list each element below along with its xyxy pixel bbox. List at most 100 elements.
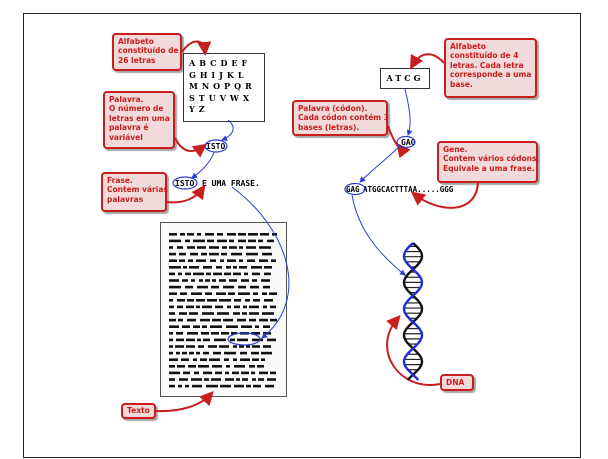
text-dash: [242, 378, 248, 381]
callout-text: Texto: [121, 403, 156, 419]
text-dash: [179, 378, 188, 381]
text-dash: [197, 338, 201, 342]
text-dash: [220, 384, 231, 388]
callout-line: base.: [450, 79, 473, 89]
callout-line: Contem várias: [107, 185, 168, 195]
text-dash: [169, 259, 177, 262]
text-dash: [267, 239, 274, 243]
text-dash: [188, 259, 193, 262]
text-dash: [169, 378, 175, 381]
callout-word: Palavra. O número de letras em uma palav…: [103, 91, 175, 149]
highlight-text-word: [227, 332, 261, 346]
text-dash: [205, 279, 210, 282]
text-dash: [234, 365, 245, 368]
text-dash: [205, 292, 212, 295]
arrow-gene: [410, 182, 479, 209]
callout-line: bases (letras).: [298, 122, 360, 132]
text-dash: [233, 312, 240, 315]
text-dash: [197, 285, 208, 289]
text-dash: [209, 246, 219, 249]
text-dash: [252, 378, 256, 381]
text-dash: [169, 318, 176, 322]
text-dash: [258, 378, 264, 381]
text-dash: [187, 318, 196, 322]
text-dash: [261, 351, 272, 355]
text-dash: [237, 318, 246, 322]
text-dash: [270, 305, 276, 309]
text-lines-graphic: [169, 233, 277, 388]
callout-line: constituído de: [118, 46, 179, 56]
callout-alphabet-4: Alfabeto constituído de 4 letras. Cada l…: [444, 38, 537, 98]
callout-line: variável: [109, 132, 143, 142]
text-dash: [251, 266, 262, 269]
text-dash: [216, 292, 226, 295]
text-dash: [189, 351, 194, 355]
text-dash: [191, 292, 202, 295]
text-dash: [176, 338, 184, 342]
bases-box: ATCG: [380, 68, 430, 89]
callout-line: Texto: [127, 406, 150, 415]
text-dash: [239, 259, 243, 262]
callout-line: Alfabeto: [450, 42, 486, 51]
text-dash: [169, 384, 175, 388]
text-dash: [231, 332, 237, 335]
text-dash: [177, 246, 183, 249]
text-dash: [227, 305, 231, 309]
arrow-alphabet-4: [410, 53, 445, 70]
text-dash: [226, 365, 230, 368]
text-dash: [219, 345, 229, 348]
text-dash: [169, 305, 174, 309]
text-dash: [169, 252, 176, 256]
text-dash: [271, 259, 276, 262]
text-dash: [185, 272, 191, 276]
text-dash: [267, 378, 276, 381]
gene-first-codon: GAG: [346, 185, 360, 194]
text-dash: [202, 305, 212, 309]
text-dash: [193, 272, 204, 276]
text-dash: [217, 312, 229, 315]
text-dash: [246, 252, 258, 256]
link-gene-to-dna: [351, 194, 406, 276]
callout-line: letras. Cada letra: [450, 60, 524, 70]
callout-gene: Gene. Contem vários códons. Equivale a u…: [437, 141, 539, 183]
text-dash: [207, 239, 214, 243]
text-dash: [231, 252, 242, 256]
text-dash: [264, 266, 272, 269]
text-dash: [180, 292, 187, 295]
text-dash: [211, 378, 221, 381]
text-dash: [220, 259, 224, 262]
text-dash: [267, 338, 276, 342]
text-dash: [202, 325, 207, 328]
text-dash: [169, 299, 173, 302]
callout-line: Gene.: [443, 145, 468, 154]
text-dash: [179, 312, 187, 315]
text-dash: [249, 365, 255, 368]
text-dash: [251, 351, 259, 355]
text-dash: [259, 318, 268, 322]
text-dash: [200, 318, 210, 322]
text-dash: [217, 239, 227, 243]
text-dash: [244, 272, 248, 276]
text-dash: [207, 299, 217, 302]
text-dash: [226, 325, 238, 328]
text-dash: [169, 358, 178, 361]
text-dash: [169, 332, 173, 335]
text-dash: [225, 371, 229, 375]
highlight-gag-codon: [396, 135, 416, 149]
text-dash: [198, 345, 204, 348]
text-dash: [224, 351, 236, 355]
text-dash: [213, 272, 222, 276]
text-dash: [241, 325, 252, 328]
text-dash: [185, 285, 193, 289]
text-dash: [259, 371, 268, 375]
text-dash: [252, 272, 260, 276]
text-dash: [230, 338, 235, 342]
text-dash: [229, 239, 234, 243]
text-dash: [191, 279, 195, 282]
callout-line: O número de: [109, 104, 164, 114]
text-dash: [249, 312, 259, 315]
link-codon-to-gene: [359, 145, 401, 183]
text-dash: [181, 358, 189, 361]
callout-line: palavras: [107, 194, 144, 204]
text-dash: [206, 272, 211, 276]
